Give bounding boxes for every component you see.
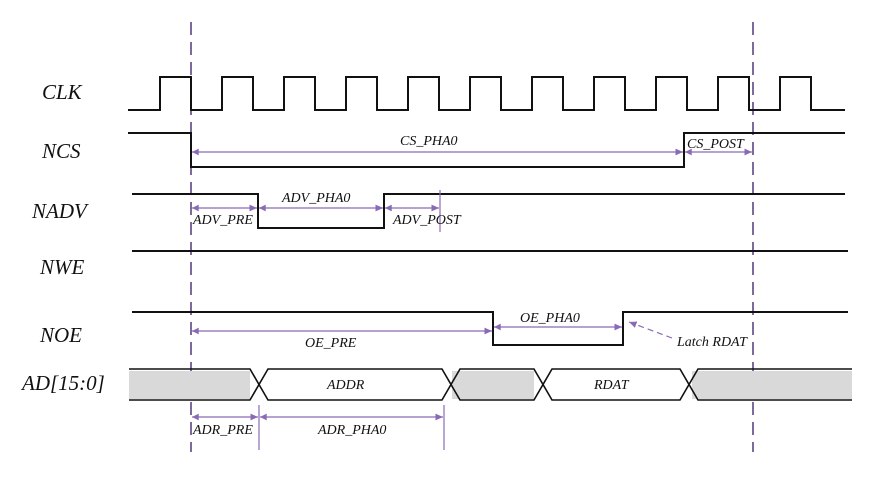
- noe-waveform: [132, 311, 848, 346]
- clk-waveform: [128, 76, 845, 111]
- signal-label-nadv: NADV: [31, 199, 89, 223]
- adv-pre-label: ADV_PRE: [192, 213, 253, 228]
- cs-post-label: CS_POST: [687, 137, 745, 152]
- adv-post-label: ADV_POST: [392, 213, 462, 228]
- adr-pre-label: ADR_PRE: [192, 423, 253, 438]
- signal-label-ncs: NCS: [41, 139, 81, 163]
- ad-bus-invalid-region: [692, 371, 852, 399]
- signal-label-noe: NOE: [39, 323, 82, 347]
- latch-rdat-arrow: [628, 321, 673, 339]
- signal-label-ad: AD[15:0]: [20, 371, 105, 395]
- adv-pha0-label: ADV_PHA0: [281, 191, 350, 206]
- signal-label-clk: CLK: [42, 80, 83, 104]
- bus-value-addr: ADDR: [326, 378, 365, 393]
- bus-value-rdat: RDAT: [593, 378, 630, 393]
- oe-pre-label: OE_PRE: [305, 336, 357, 351]
- ad-bus: ADDR RDAT: [129, 368, 852, 401]
- signal-label-nwe: NWE: [39, 255, 85, 279]
- ad-bus-invalid-region: [452, 371, 534, 399]
- adr-pha0-label: ADR_PHA0: [317, 423, 386, 438]
- nadv-waveform: [132, 193, 845, 229]
- ad-bus-invalid-region: [129, 371, 250, 399]
- oe-pha0-label: OE_PHA0: [520, 311, 580, 326]
- ncs-waveform: [128, 132, 845, 168]
- latch-rdat-label: Latch RDAT: [676, 335, 748, 350]
- cs-pha0-label: CS_PHA0: [400, 134, 458, 149]
